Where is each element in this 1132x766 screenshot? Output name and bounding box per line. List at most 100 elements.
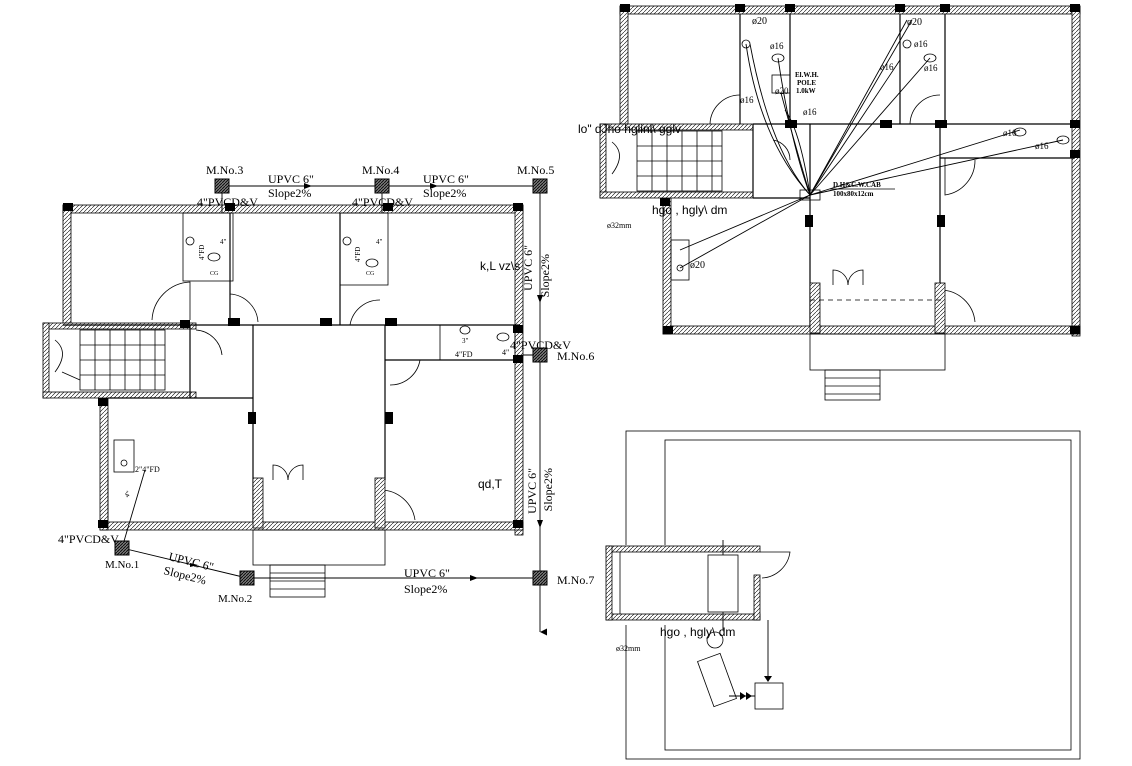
door-5 bbox=[195, 329, 223, 356]
label-dim-t2: 4" bbox=[376, 238, 383, 246]
rt-door-3 bbox=[944, 158, 976, 196]
rt-wall-bottom bbox=[662, 325, 1081, 335]
rt-cab-2: 100x80x12cm bbox=[833, 190, 874, 198]
door-1 bbox=[151, 281, 191, 321]
roof-tank bbox=[707, 554, 739, 613]
flow-arrow-5 bbox=[470, 575, 478, 581]
wc-3 bbox=[496, 332, 510, 342]
stair-wall-bottom bbox=[42, 391, 197, 399]
rt-d16-h: ø16 bbox=[1035, 141, 1049, 151]
roof-box bbox=[754, 682, 784, 710]
rt-stair-curve bbox=[611, 141, 620, 175]
flow-arrow-2 bbox=[430, 183, 438, 189]
toilet-2 bbox=[339, 212, 389, 286]
rt-wc-2 bbox=[923, 53, 937, 63]
flow-arrow-3 bbox=[537, 295, 543, 303]
label-mno3: M.No.3 bbox=[206, 163, 243, 177]
label-mno6: M.No.6 bbox=[557, 349, 594, 363]
first-floor-water-supply-plan: ø20 ø20 ø20 ø16 ø16 ø16 ø16 ø16 ø16 ø16 … bbox=[578, 4, 1081, 401]
label-upvc-right1: UPVC 6" bbox=[521, 245, 535, 291]
wall-bottom bbox=[99, 521, 524, 531]
stair-curve bbox=[54, 339, 63, 373]
columns bbox=[63, 203, 523, 528]
roof-room-bottom bbox=[605, 613, 761, 621]
wc-2 bbox=[365, 258, 379, 268]
label-upvc-bottom: UPVC 6" bbox=[404, 566, 450, 580]
rt-d16-g: ø16 bbox=[1003, 128, 1017, 138]
wall-top bbox=[62, 204, 524, 214]
drain-line-diagonal bbox=[121, 547, 248, 579]
kitchen-sink bbox=[113, 439, 135, 473]
wc-1 bbox=[207, 252, 221, 262]
label-3in: 3" bbox=[462, 337, 469, 345]
roof-valve-1 bbox=[740, 692, 746, 700]
roof-room-top bbox=[605, 545, 761, 553]
rt-porch bbox=[809, 333, 946, 371]
porch bbox=[252, 529, 386, 566]
rt-wall-left bbox=[619, 5, 629, 125]
rt-d16-f: ø16 bbox=[803, 107, 817, 117]
roof-d32: ø32mm bbox=[616, 644, 641, 653]
sink-bowl bbox=[120, 459, 128, 467]
manhole-1 bbox=[114, 540, 130, 556]
roof-plan: hgo , hgly\ dm ø32mm bbox=[605, 430, 1081, 760]
roof-label-hgo: hgo , hgly\ dm bbox=[660, 625, 735, 639]
door-2 bbox=[229, 293, 259, 323]
label-upvc-top2: UPVC 6" bbox=[423, 172, 469, 186]
door-4 bbox=[389, 359, 421, 386]
label-slope-top1: Slope2% bbox=[268, 186, 311, 200]
door-3 bbox=[349, 299, 381, 326]
stair-wall bbox=[42, 322, 197, 330]
wall-left-lower bbox=[99, 397, 109, 531]
roof-valve-3 bbox=[764, 676, 772, 682]
rt-d20-a: ø20 bbox=[752, 16, 767, 27]
supply-pipes bbox=[679, 19, 1064, 269]
label-dim-t1: 4" bbox=[220, 238, 227, 246]
rt-sink-bowl bbox=[676, 264, 684, 272]
label-slope-right1: Slope2% bbox=[538, 254, 552, 297]
label-fd-wc: 4"FD bbox=[455, 350, 473, 359]
manhole-6 bbox=[532, 347, 548, 363]
wc-box bbox=[439, 324, 516, 361]
label-kitchen-fd: 2"4"FD bbox=[135, 465, 160, 474]
rt-ewh-2: POLE bbox=[797, 79, 816, 87]
rt-columns bbox=[620, 4, 1080, 334]
wash-basin-2 bbox=[342, 236, 352, 246]
label-mno4: M.No.4 bbox=[362, 163, 399, 177]
rt-ewh-3: 1.0kW bbox=[796, 87, 816, 95]
label-pvcdv-3: 4"PVCD&V bbox=[510, 338, 571, 352]
rt-label-hgo: hgo , hgly\ dm bbox=[652, 203, 727, 217]
roof-inner bbox=[664, 439, 1072, 751]
roof-heater bbox=[697, 652, 737, 708]
label-slope-top2: Slope2% bbox=[423, 186, 466, 200]
rt-stair-bottom bbox=[599, 191, 754, 199]
label-slope-right2: Slope2% bbox=[541, 468, 555, 511]
label-upvc-top1: UPVC 6" bbox=[268, 172, 314, 186]
porch-col-2 bbox=[374, 477, 386, 529]
stair-treads bbox=[80, 330, 165, 390]
flow-arrow-6 bbox=[190, 563, 198, 567]
door-8 bbox=[287, 464, 304, 481]
label-kitchen-4in: 4" bbox=[123, 489, 133, 499]
rt-door-5 bbox=[832, 269, 849, 286]
rt-step-lines bbox=[825, 377, 880, 395]
rt-basin-2 bbox=[902, 39, 912, 49]
label-fd-t2: 4"FD bbox=[354, 247, 362, 262]
rt-label-lobby: lo" dJho hglinl\ gglv bbox=[578, 122, 681, 136]
toilet-1 bbox=[182, 212, 234, 282]
rt-porch-col-2 bbox=[934, 282, 946, 334]
roof-outer bbox=[625, 430, 1081, 760]
label-upvc-right2: UPVC 6" bbox=[525, 468, 539, 514]
rt-wc-1 bbox=[771, 53, 785, 63]
label-pvcdv-4: 4"PVCD&V bbox=[58, 532, 119, 546]
rt-kitchen-sink bbox=[670, 239, 690, 281]
roof-door bbox=[760, 551, 791, 579]
roof-room-left bbox=[605, 545, 613, 621]
ground-floor-drainage-plan: M.No.3 M.No.4 M.No.5 M.No.6 M.No.7 M.No.… bbox=[42, 163, 594, 636]
label-pvcdv-1: 4"PVCD&V bbox=[197, 195, 258, 209]
wash-basin-3 bbox=[459, 325, 471, 335]
porch-col-1 bbox=[252, 477, 264, 529]
rt-d16-c: ø16 bbox=[880, 62, 894, 72]
rt-door-7 bbox=[772, 139, 791, 161]
wall-left bbox=[62, 204, 72, 326]
